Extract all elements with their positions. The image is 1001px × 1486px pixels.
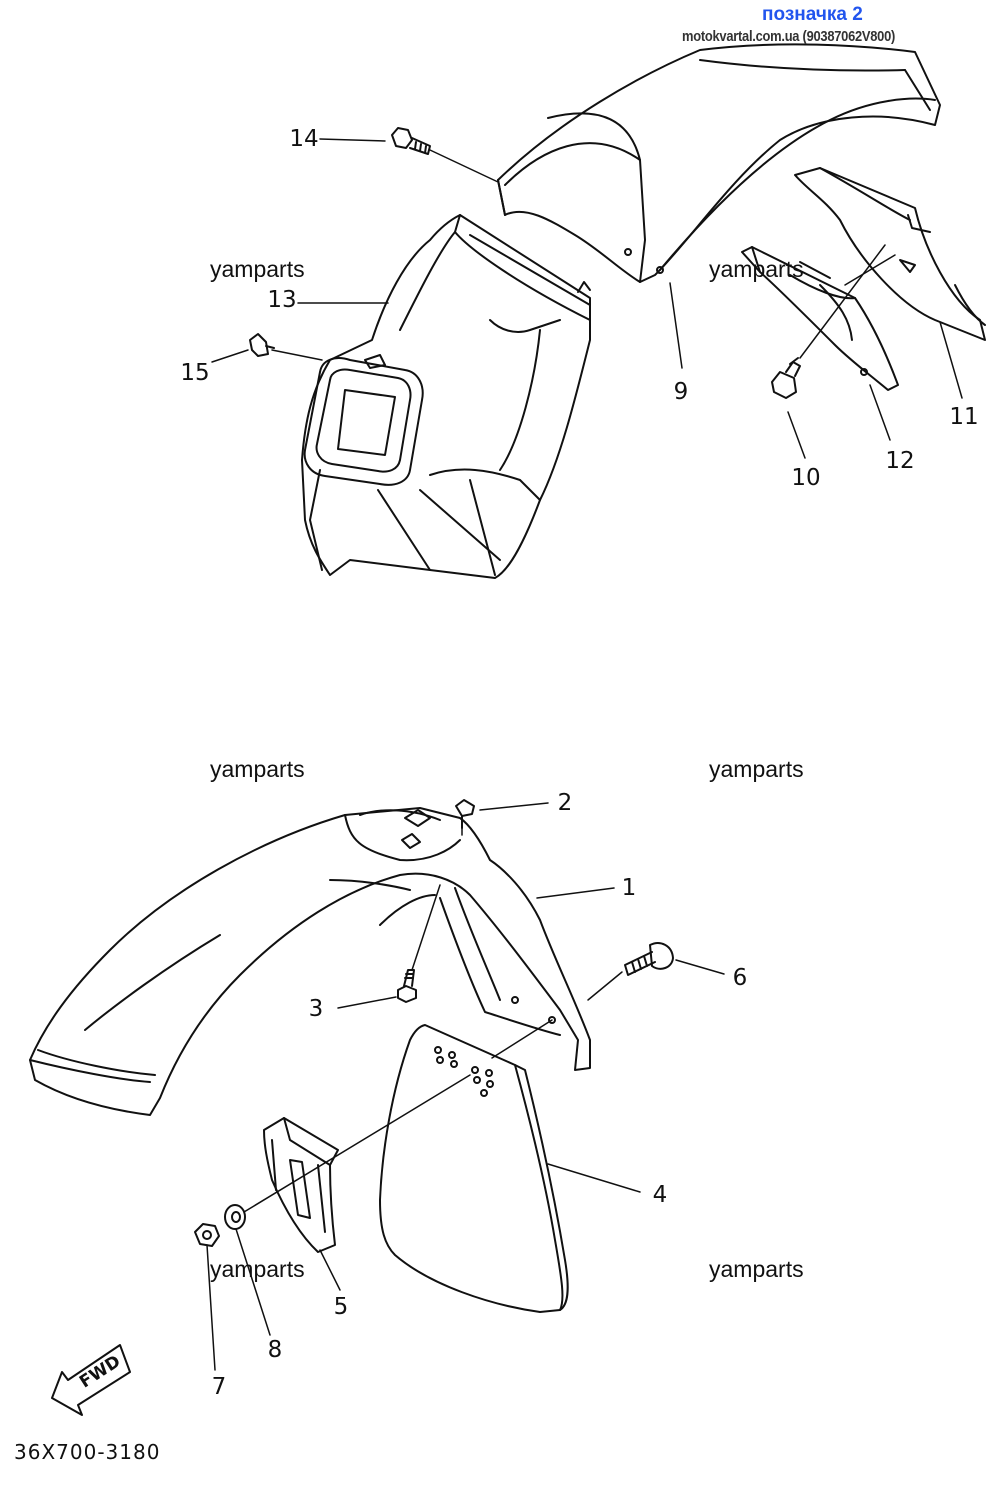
bracket-part-12 (741, 246, 899, 391)
nut-part-7 (194, 1223, 220, 1247)
callout-11: 11 (949, 404, 979, 430)
callout-2: 2 (557, 790, 573, 816)
callout-1: 1 (621, 875, 637, 901)
callout-12: 12 (885, 448, 915, 474)
watermark: yamparts (210, 1256, 305, 1282)
fwd-arrow-icon (51, 1344, 131, 1416)
front-fender-part-1 (29, 807, 591, 1116)
callout-8: 8 (267, 1337, 283, 1363)
header-source: motokvartal.com.ua (90387062V800) (682, 28, 896, 45)
callout-6: 6 (732, 965, 748, 991)
callout-9: 9 (673, 379, 689, 405)
number-plate-part-4 (379, 1024, 569, 1313)
rear-flap-part-11 (794, 167, 986, 341)
leader-lines (206, 138, 963, 1371)
watermark: yamparts (709, 1256, 804, 1282)
callout-15: 15 (180, 360, 210, 386)
washer-part-8 (224, 1204, 246, 1230)
callout-10: 10 (791, 465, 821, 491)
callout-14: 14 (289, 126, 319, 152)
callout-4: 4 (652, 1182, 668, 1208)
clip-part-15 (249, 333, 275, 357)
screw-part-14 (391, 127, 431, 155)
headlight-cover-part-13 (301, 214, 591, 579)
bolt-part-6 (624, 942, 674, 976)
screw-part-3 (397, 969, 417, 1003)
rear-fender-part-9 (497, 43, 941, 283)
watermark: yamparts (210, 256, 305, 282)
bolt-part-2 (455, 799, 475, 829)
callout-7: 7 (211, 1374, 227, 1400)
callout-13: 13 (267, 287, 297, 313)
callout-3: 3 (308, 996, 324, 1022)
watermark: yamparts (709, 256, 804, 282)
header-label: позначка 2 (762, 4, 863, 25)
diagram-code: 36X700-3180 (14, 1440, 161, 1464)
bracket-part-5 (263, 1117, 339, 1253)
watermark: yamparts (210, 756, 305, 782)
watermark: yamparts (709, 756, 804, 782)
callout-5: 5 (333, 1294, 349, 1320)
bolt-part-10 (771, 357, 801, 399)
